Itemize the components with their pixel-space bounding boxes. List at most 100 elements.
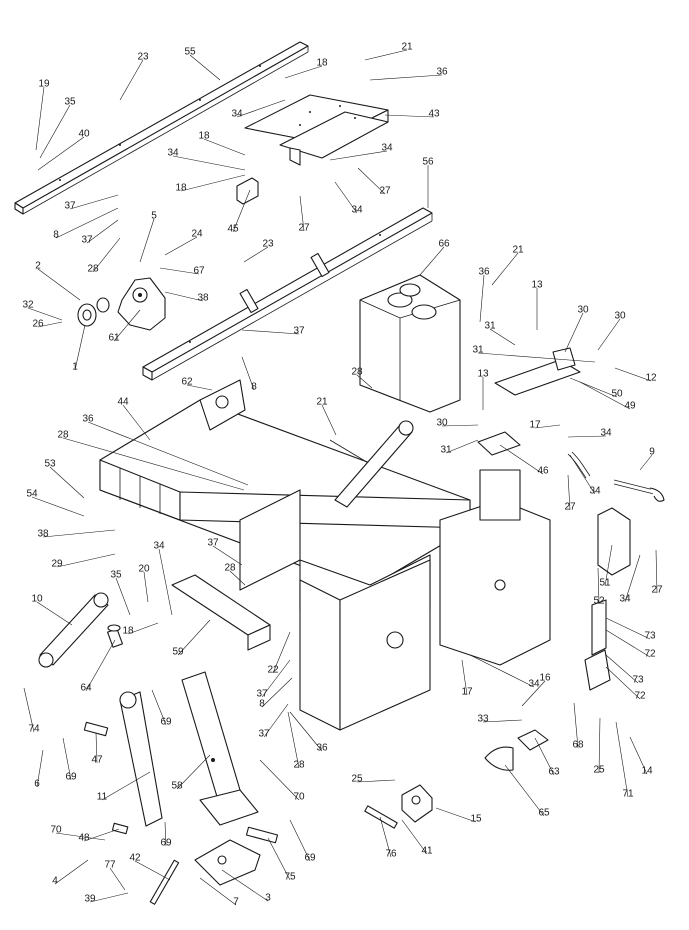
- callout-28: 28: [87, 264, 99, 275]
- leader-line-34: [469, 654, 535, 688]
- main-frame: [99, 379, 551, 731]
- callout-68: 68: [572, 740, 584, 751]
- callout-19: 19: [38, 79, 50, 90]
- center-cylinder: [334, 420, 414, 508]
- callout-23: 23: [262, 239, 274, 250]
- callout-11: 11: [97, 792, 108, 803]
- leader-line-43: [384, 114, 435, 118]
- chain-9: [613, 479, 665, 502]
- leader-line-21: [364, 49, 408, 61]
- leader-line-40: [37, 136, 85, 171]
- leader-lines: [23, 49, 658, 906]
- plate-50: [494, 347, 581, 396]
- callout-36: 36: [82, 414, 94, 425]
- bracket-63: [517, 729, 549, 751]
- bracket-43: [244, 94, 389, 166]
- leader-line-25: [598, 717, 601, 774]
- callout-55: 55: [184, 47, 196, 58]
- leader-line-28: [229, 570, 246, 586]
- leader-line-37: [86, 219, 119, 244]
- leader-line-28: [62, 437, 245, 491]
- callout-9: 9: [649, 447, 655, 458]
- callout-37: 37: [293, 326, 305, 337]
- leader-line-44: [122, 404, 151, 441]
- leader-line-54: [31, 496, 85, 517]
- leader-line-77: [109, 867, 126, 891]
- callout-28: 28: [351, 367, 363, 378]
- callout-18: 18: [198, 131, 210, 142]
- channel-59: [171, 574, 271, 651]
- leader-line-34: [334, 181, 358, 214]
- bearing-housing-61: [117, 277, 166, 331]
- bushing-1: [77, 297, 110, 327]
- callout-67: 67: [193, 266, 205, 277]
- leader-line-38: [164, 291, 204, 302]
- leader-line-10: [36, 601, 73, 626]
- leader-line-42: [134, 860, 171, 881]
- callout-69: 69: [65, 772, 77, 783]
- leader-line-30: [597, 318, 621, 351]
- callout-66: 66: [438, 239, 450, 250]
- callout-58: 58: [171, 781, 183, 792]
- callout-35: 35: [110, 570, 122, 581]
- leader-line-8: [55, 207, 119, 239]
- leader-line-39: [89, 892, 129, 903]
- leader-line-34: [569, 454, 596, 495]
- leader-line-37: [241, 329, 300, 335]
- leader-line-27: [357, 167, 386, 195]
- foot-3: [194, 839, 261, 886]
- callout-34: 34: [351, 205, 363, 216]
- leader-line-28: [356, 374, 373, 389]
- leader-line-30: [441, 424, 479, 427]
- cylinder-10: [38, 592, 109, 668]
- leader-line-35: [115, 577, 131, 616]
- callout-64: 64: [80, 683, 92, 694]
- pin-76: [364, 805, 398, 829]
- callout-14: 14: [641, 766, 653, 777]
- guard-65: [484, 746, 514, 771]
- callout-30: 30: [614, 311, 626, 322]
- callout-4: 4: [52, 876, 58, 887]
- callout-18: 18: [316, 58, 328, 69]
- plate-46: [477, 431, 521, 456]
- leader-line-72: [605, 666, 641, 700]
- leader-line-36: [479, 274, 485, 323]
- leader-line-68: [573, 702, 579, 749]
- leader-line-3: [221, 869, 269, 902]
- leader-line-73: [605, 654, 639, 684]
- callout-72: 72: [634, 691, 646, 702]
- leader-line-59: [177, 619, 211, 656]
- pin-75: [245, 826, 279, 844]
- pin-47: [83, 721, 109, 737]
- leader-line-7: [199, 877, 237, 906]
- leader-line-58: [176, 754, 211, 790]
- leader-line-29: [56, 553, 116, 568]
- callout-36: 36: [436, 67, 448, 78]
- leader-line-17: [461, 659, 468, 696]
- leader-line-69: [289, 819, 311, 862]
- leader-line-53: [49, 466, 85, 499]
- leader-line-2: [37, 268, 81, 301]
- leader-line-24: [164, 236, 198, 256]
- callout-18: 18: [175, 183, 187, 194]
- callout-23: 23: [137, 52, 149, 63]
- leader-line-25: [356, 779, 396, 783]
- leader-line-34: [567, 435, 607, 438]
- callout-51: 51: [599, 578, 611, 589]
- callout-48: 48: [78, 833, 90, 844]
- clamp-41: [401, 784, 433, 823]
- leader-line-9: [639, 454, 653, 471]
- callout-37: 37: [81, 235, 93, 246]
- leader-line-50: [569, 377, 618, 398]
- leader-line-37: [69, 194, 119, 210]
- leader-line-34: [172, 155, 246, 171]
- callout-28: 28: [293, 760, 305, 771]
- callout-25: 25: [351, 774, 363, 785]
- callout-21: 21: [401, 42, 413, 53]
- callout-28: 28: [224, 563, 236, 574]
- leader-line-28: [92, 237, 121, 273]
- leader-line-4: [54, 859, 89, 885]
- tube-55: [14, 41, 309, 215]
